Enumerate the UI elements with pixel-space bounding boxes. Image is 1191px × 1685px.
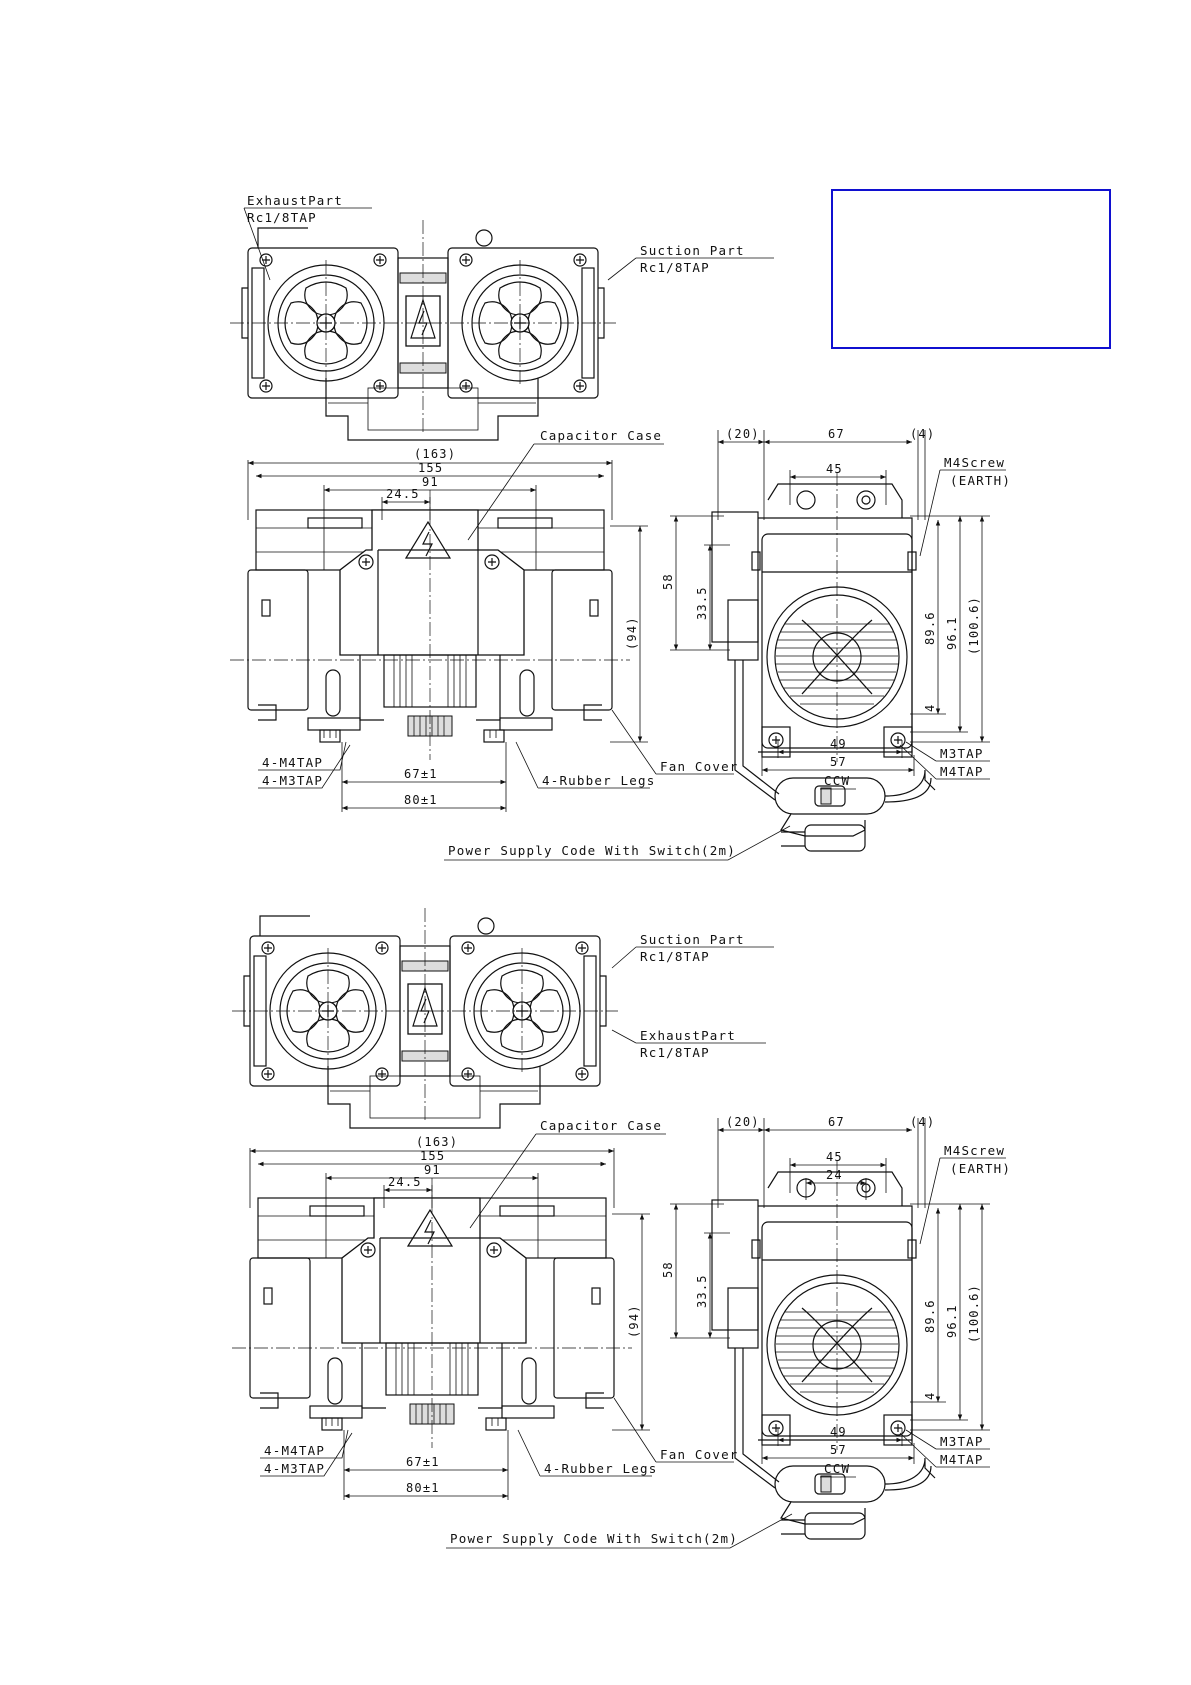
v1-suction-tap: Rc1/8TAP	[640, 260, 710, 275]
v2-fancover-label: Fan Cover	[660, 1447, 739, 1462]
v2-exhaust-label: ExhaustPart	[640, 1028, 736, 1043]
v1-m4tap-label: 4-M4TAP	[262, 755, 323, 770]
v2-rubber-label: 4-Rubber Legs	[544, 1461, 657, 1476]
v2-m3tap-side: M3TAP	[940, 1434, 984, 1449]
v2-power-label: Power Supply Code With Switch(2m)	[450, 1531, 738, 1546]
view2: Suction Part Rc1/8TAP ExhaustPart Rc1/8T…	[231, 907, 1011, 1549]
v2-side-dim-100-6: (100.6)	[967, 1284, 981, 1343]
v1-rubber-label: 4-Rubber Legs	[542, 773, 655, 788]
v1-dim-94: (94)	[625, 616, 639, 650]
v2-dim-94: (94)	[627, 1304, 641, 1338]
v1-side-dim-100-6: (100.6)	[967, 596, 981, 655]
v2-side-dim-89-6: 89.6	[923, 1299, 937, 1333]
v2-side-dim-20: (20)	[726, 1115, 760, 1129]
v1-side-dim-45: 45	[826, 462, 843, 476]
v1-side-dim-67: 67	[828, 427, 845, 441]
v1-ccw-label: CCW	[824, 773, 850, 788]
v1-capacitor-label: Capacitor Case	[540, 428, 662, 443]
v1-dim-163: (163)	[414, 447, 456, 461]
v2-exhaust-tap: Rc1/8TAP	[640, 1045, 710, 1060]
v1-m3tap-label: 4-M3TAP	[262, 773, 323, 788]
v2-m4screw-label: M4Screw	[944, 1143, 1005, 1158]
v2-side-dim-49: 49	[830, 1425, 847, 1439]
v1-earth-label: (EARTH)	[950, 473, 1011, 488]
v1-side-dim-4b: 4	[923, 704, 937, 712]
v2-side-dim-4: (4)	[910, 1115, 935, 1129]
v1-dim-155: 155	[418, 461, 443, 475]
v2-dim-91: 91	[424, 1163, 441, 1177]
v2-earth-label: (EARTH)	[950, 1161, 1011, 1176]
v2-m4tap-side: M4TAP	[940, 1452, 984, 1467]
v1-side-dim-89-6: 89.6	[923, 611, 937, 645]
v1-side-dim-20: (20)	[726, 427, 760, 441]
v1-dim-80: 80±1	[404, 793, 438, 807]
v2-capacitor-label: Capacitor Case	[540, 1118, 662, 1133]
v1-m4tap-side: M4TAP	[940, 764, 984, 779]
v1-dim-67: 67±1	[404, 767, 438, 781]
v2-m4tap-label: 4-M4TAP	[264, 1443, 325, 1458]
v2-suction-label: Suction Part	[640, 932, 745, 947]
v1-dim-24-5: 24.5	[386, 487, 420, 501]
v2-side-dim-45: 45	[826, 1150, 843, 1164]
v1-side-dim-4: (4)	[910, 427, 935, 441]
v2-side-dim-24: 24	[826, 1168, 843, 1182]
v1-suction-label: Suction Part	[640, 243, 745, 258]
v2-dim-67: 67±1	[406, 1455, 440, 1469]
v1-power-label: Power Supply Code With Switch(2m)	[448, 843, 736, 858]
v1-dim-91: 91	[422, 475, 439, 489]
v2-dim-155: 155	[420, 1149, 445, 1163]
v1-m3tap-side: M3TAP	[940, 746, 984, 761]
v2-side-dim-57: 57	[830, 1443, 847, 1457]
v2-dim-24-5: 24.5	[388, 1175, 422, 1189]
v1-side-dim-58: 58	[661, 573, 675, 590]
v2-dim-80: 80±1	[406, 1481, 440, 1495]
note-box	[831, 189, 1111, 349]
v2-side-dim-58: 58	[661, 1261, 675, 1278]
v2-m3tap-label: 4-M3TAP	[264, 1461, 325, 1476]
v1-side-dim-33-5: 33.5	[695, 586, 709, 620]
v1-exhaust-tap: Rc1/8TAP	[247, 210, 317, 225]
v1-fancover-label: Fan Cover	[660, 759, 739, 774]
v1-m4screw-label: M4Screw	[944, 455, 1005, 470]
v2-ccw-label: CCW	[824, 1461, 850, 1476]
v1-side-dim-96-1: 96.1	[945, 616, 959, 650]
v2-dim-163: (163)	[416, 1135, 458, 1149]
view1: ExhaustPart Rc1/8TAP Suction Part Rc1/8T…	[229, 193, 1011, 861]
v1-side-dim-49: 49	[830, 737, 847, 751]
v2-suction-tap: Rc1/8TAP	[640, 949, 710, 964]
v2-side-dim-4b: 4	[923, 1392, 937, 1400]
v2-side-dim-96-1: 96.1	[945, 1304, 959, 1338]
v1-exhaust-label: ExhaustPart	[247, 193, 343, 208]
v1-side-dim-57: 57	[830, 755, 847, 769]
v2-side-dim-67: 67	[828, 1115, 845, 1129]
v2-side-dim-33-5: 33.5	[695, 1274, 709, 1308]
